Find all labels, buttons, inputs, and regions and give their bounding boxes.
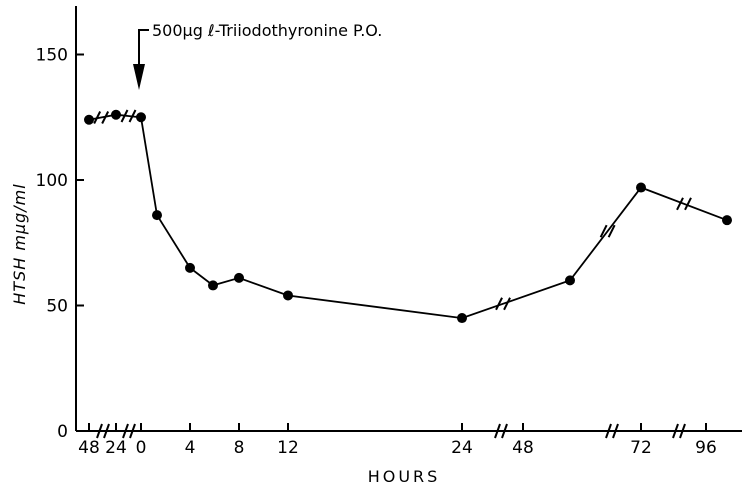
line-break-mark (495, 297, 511, 311)
x-tick-label: 4 (185, 438, 196, 458)
y-tick-label: 150 (36, 46, 68, 66)
x-tick-label: 0 (136, 438, 147, 458)
data-point (136, 112, 146, 123)
data-point (283, 290, 293, 301)
x-axis-break (605, 423, 619, 439)
data-point (457, 313, 467, 324)
x-tick-label: 48 (78, 438, 100, 458)
x-axis-title: HOURS (368, 467, 441, 486)
data-point (636, 182, 646, 193)
data-point (111, 109, 121, 120)
data-point (234, 272, 244, 283)
axis-breaks (93, 109, 692, 439)
line-break-mark (599, 224, 616, 238)
x-tick-label: 24 (451, 438, 473, 458)
x-tick-label: 48 (512, 438, 534, 458)
x-axis-break (672, 423, 686, 439)
data-point (208, 280, 218, 291)
x-tick-label: 96 (695, 438, 717, 458)
annotation-text: 500μg ℓ-Triiodothyronine P.O. (152, 21, 382, 40)
annotation-arrow (138, 29, 149, 78)
line-break-mark (676, 197, 692, 211)
annotation-group: 500μg ℓ-Triiodothyronine P.O. (133, 21, 382, 90)
x-axis-break (122, 423, 136, 439)
y-tick-label: 100 (36, 171, 68, 191)
y-tick-label: 0 (57, 422, 68, 442)
data-point (185, 262, 195, 273)
x-tick-label: 24 (105, 438, 127, 458)
data-point (152, 210, 162, 221)
x-axis-break (494, 423, 508, 439)
x-axis-break (96, 423, 110, 439)
x-tick-label: 72 (630, 438, 652, 458)
series-group (84, 109, 732, 324)
y-axis-title: HTSH mμg/ml (10, 183, 29, 304)
y-tick-label: 50 (46, 297, 68, 317)
data-point (84, 114, 94, 125)
arrow-head-icon (133, 64, 145, 90)
series-line (88, 113, 728, 320)
x-tick-label: 12 (277, 438, 299, 458)
data-point (722, 215, 732, 226)
data-point (565, 275, 575, 286)
x-tick-label: 8 (234, 438, 245, 458)
